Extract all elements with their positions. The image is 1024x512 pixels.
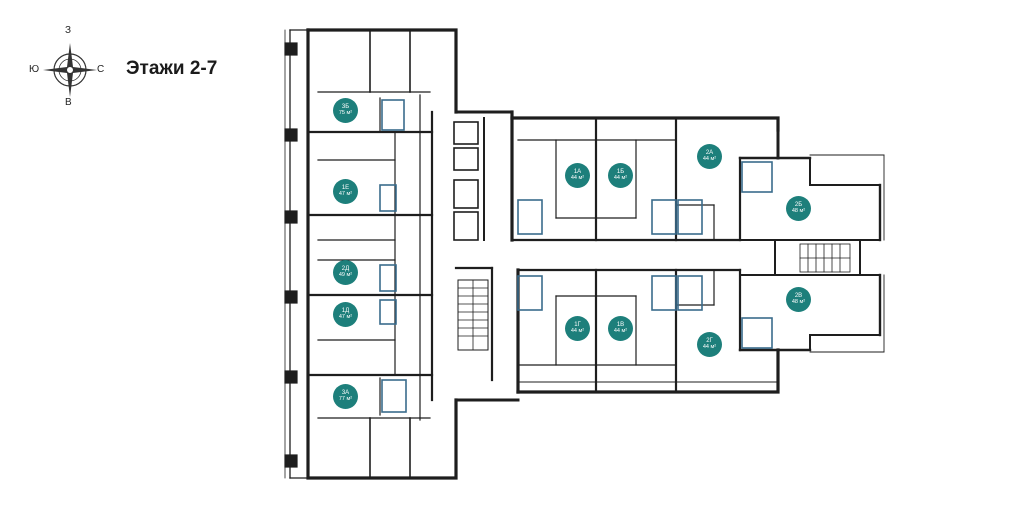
apartment-name: 1Б bbox=[616, 169, 625, 176]
apartment-name: 1Д bbox=[341, 308, 350, 315]
apartment-badge-3b[interactable]: 3Б 75 м² bbox=[333, 98, 358, 123]
apartment-area: 77 м² bbox=[338, 395, 353, 402]
compass-rose-icon bbox=[43, 43, 97, 97]
compass-north-label: З bbox=[65, 25, 72, 36]
apartment-badge-3a[interactable]: 3А 77 м² bbox=[333, 384, 358, 409]
right-wing-partitions bbox=[517, 116, 715, 394]
apartment-area: 47 м² bbox=[338, 190, 353, 197]
apartment-area: 48 м² bbox=[791, 298, 806, 305]
apartment-name: 1В bbox=[616, 322, 625, 329]
apartment-area: 44 м² bbox=[570, 174, 585, 181]
apartment-area: 44 м² bbox=[702, 343, 717, 350]
apartment-badge-2a[interactable]: 2А 44 м² bbox=[697, 144, 722, 169]
compass-south-label: В bbox=[65, 97, 72, 108]
apartment-name: 3Б bbox=[341, 104, 350, 111]
apartment-badge-1g[interactable]: 1Г 44 м² bbox=[565, 316, 590, 341]
left-wing-partitions bbox=[306, 29, 434, 479]
apartment-badge-1a[interactable]: 1А 44 м² bbox=[565, 163, 590, 188]
compass-east-label: С bbox=[97, 64, 105, 75]
apartment-badge-2v[interactable]: 2В 48 м² bbox=[786, 287, 811, 312]
apartment-area: 44 м² bbox=[702, 155, 717, 162]
apartment-name: 2А bbox=[705, 150, 714, 157]
apartment-badge-1b[interactable]: 1Б 44 м² bbox=[608, 163, 633, 188]
apartment-badge-1v[interactable]: 1В 44 м² bbox=[608, 316, 633, 341]
compass-west-label: Ю bbox=[29, 64, 40, 75]
apartment-name: 2Г bbox=[706, 338, 713, 345]
apartment-badge-2d[interactable]: 2Д 49 м² bbox=[333, 260, 358, 285]
apartment-area: 44 м² bbox=[613, 174, 628, 181]
left-wing-walls bbox=[284, 28, 458, 480]
apartment-badge-1d[interactable]: 1Д 47 м² bbox=[333, 302, 358, 327]
apartment-area: 75 м² bbox=[338, 109, 353, 116]
apartment-badge-2g[interactable]: 2Г 44 м² bbox=[697, 332, 722, 357]
apartment-area: 44 м² bbox=[613, 327, 628, 334]
apartment-name: 3А bbox=[341, 390, 350, 397]
apartment-badge-2b[interactable]: 2Б 48 м² bbox=[786, 196, 811, 221]
right-wing-bathrooms bbox=[517, 161, 773, 349]
apartment-name: 1Е bbox=[341, 185, 350, 192]
right-stair-treads bbox=[799, 243, 851, 273]
page-title: Этажи 2-7 bbox=[126, 58, 218, 79]
left-wing-bathrooms bbox=[379, 99, 407, 413]
apartment-area: 49 м² bbox=[338, 271, 353, 278]
apartment-badge-1e[interactable]: 1Е 47 м² bbox=[333, 179, 358, 204]
apartment-name: 2В bbox=[794, 293, 803, 300]
apartment-area: 44 м² bbox=[570, 327, 585, 334]
apartment-area: 47 м² bbox=[338, 313, 353, 320]
apartment-name: 1А bbox=[573, 169, 582, 176]
apartment-name: 1Г bbox=[574, 322, 581, 329]
stair-treads bbox=[457, 279, 489, 351]
apartment-area: 48 м² bbox=[791, 207, 806, 214]
right-wing-walls bbox=[510, 110, 885, 394]
compass: З Ю С В bbox=[25, 25, 115, 109]
core-walls bbox=[453, 110, 520, 402]
apartment-name: 2Б bbox=[794, 202, 803, 209]
apartment-name: 2Д bbox=[341, 266, 350, 273]
